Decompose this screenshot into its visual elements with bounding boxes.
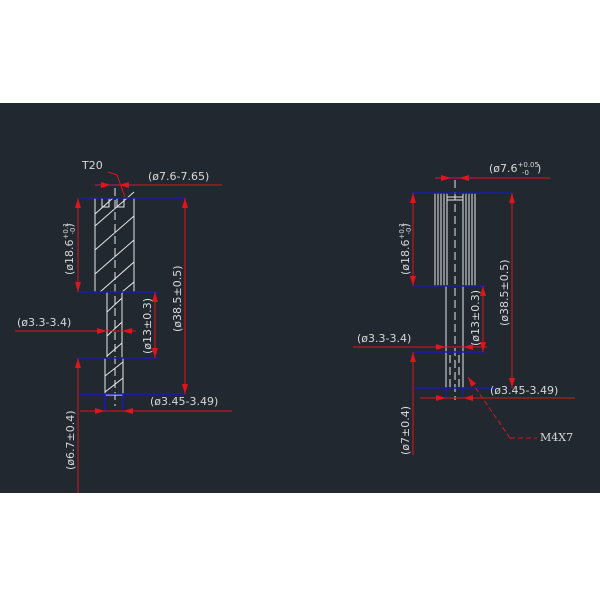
model-space-background: [0, 103, 600, 493]
left-tip-length-dim: (ø6.7±0.4): [64, 410, 77, 470]
left-shaft-diameter-dim: (ø3.3-3.4): [17, 316, 71, 329]
left-drive-label: T20: [81, 159, 103, 172]
left-head-length-dim: (ø18.6+0.1-0): [62, 222, 77, 275]
right-tip-diameter-dim: (ø3.45-3.49): [490, 384, 558, 397]
right-overall-length-dim: (ø38.5±0.5): [498, 259, 511, 326]
left-dimension-lines: [15, 171, 232, 493]
right-head-length-dim: (ø18.6+0.1-0): [398, 222, 413, 275]
left-tip-hatch: [104, 361, 124, 393]
right-shaft-length-dim: (ø13±0.3): [469, 290, 482, 346]
left-shaft-length-dim: (ø13±0.3): [141, 298, 154, 354]
right-head-diameter-dim: (ø7.6+0.05-0): [489, 161, 541, 177]
thread-hidden-lines: [449, 355, 460, 387]
right-tip-length-dim: (ø7±0.4): [399, 406, 412, 455]
left-head-diameter-dim: (ø7.6-7.65): [148, 170, 209, 183]
right-part: (ø7.6+0.05-0) (ø18.6+0.1-0) (ø38.5±0.5) …: [353, 161, 575, 455]
torx-socket: [101, 198, 125, 208]
left-tip-diameter-dim: (ø3.45-3.49): [150, 395, 218, 408]
thread-leader: [467, 376, 511, 439]
knurl-lines: [437, 193, 473, 286]
left-head-hatch: [94, 191, 135, 293]
right-shaft-diameter-dim: (ø3.3-3.4): [357, 332, 411, 345]
left-part: T20 (ø7.6-7.65) (ø18.6+0.1-0) (ø38.5±0.5…: [15, 159, 232, 493]
left-overall-length-dim: (ø38.5±0.5): [171, 265, 184, 332]
t20-leader: [107, 171, 126, 198]
thread-callout: M4X7: [540, 431, 573, 444]
right-dimension-lines: [353, 175, 575, 455]
